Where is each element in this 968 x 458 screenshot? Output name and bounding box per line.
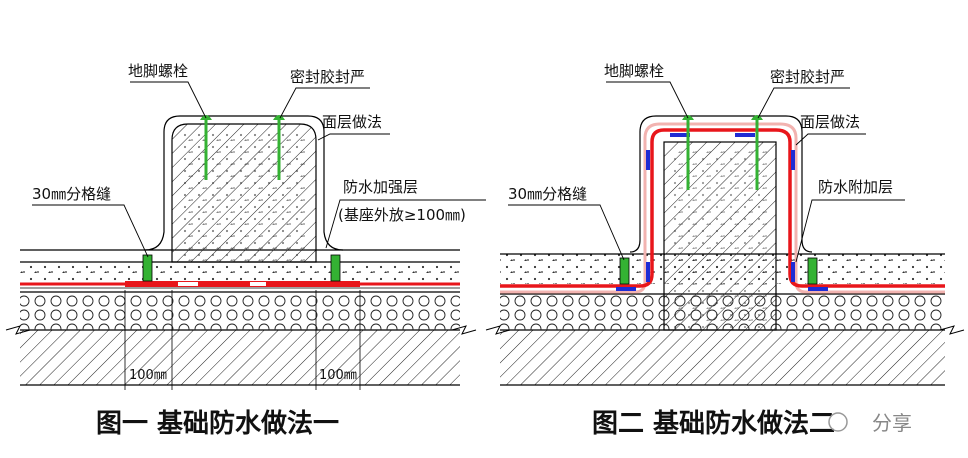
fig2-label-joint: 30㎜分格缝 [508, 185, 587, 203]
fig2-caption: 图二 基础防水做法二 [592, 409, 835, 439]
fig1-label-sealant: 密封胶封严 [290, 68, 365, 86]
fig1-dim-left: 100㎜ [129, 368, 167, 383]
fig2-label-sealant: 密封胶封严 [770, 68, 845, 86]
figure-1: 100㎜ 100㎜ 地脚螺栓 密封胶封严 面层做法 30㎜分格缝 防水加强层 (… [5, 62, 486, 439]
fig2-label-surface: 面层做法 [800, 113, 860, 131]
fig1-base-concrete [20, 330, 460, 385]
fig1-joint-left [142, 254, 153, 282]
fig1-screed-layer [20, 262, 460, 282]
fig1-label-reinforce-note: (基座外放≥100㎜) [338, 206, 466, 224]
fig2-anchor-bolt-right [751, 115, 763, 190]
fig2-surface-outline [629, 115, 813, 253]
fig1-dim-right: 100㎜ [319, 368, 357, 383]
fig1-label-surface: 面层做法 [322, 113, 382, 131]
figure-2: 地脚螺栓 密封胶封严 面层做法 30㎜分格缝 防水附加层 图二 基础防水做法二 [485, 62, 965, 439]
fig1-gravel-layer [20, 292, 460, 330]
fig2-joint-right [807, 257, 818, 285]
fig2-additional-layer [616, 133, 828, 291]
fig1-joint-right [330, 254, 341, 282]
fig1-label-anchor-bolt: 地脚螺栓 [128, 62, 188, 80]
fig1-anchor-bolt-right [273, 115, 285, 180]
fig2-joint-left [619, 257, 630, 285]
wechat-icon [828, 412, 848, 432]
fig2-label-anchor-bolt: 地脚螺栓 [604, 62, 664, 80]
svg-text:分享: 分享 [872, 411, 912, 435]
fig2-base-concrete [500, 330, 945, 385]
fig1-label-reinforce: 防水加强层 [343, 178, 418, 196]
fig1-surface-outline [144, 115, 344, 251]
fig1-label-joint: 30㎜分格缝 [32, 185, 111, 203]
fig1-caption: 图一 基础防水做法一 [96, 409, 339, 439]
fig1-reinforce-layer [125, 281, 360, 287]
fig2-label-additional: 防水附加层 [818, 178, 893, 196]
watermark: 分享 [828, 411, 912, 435]
